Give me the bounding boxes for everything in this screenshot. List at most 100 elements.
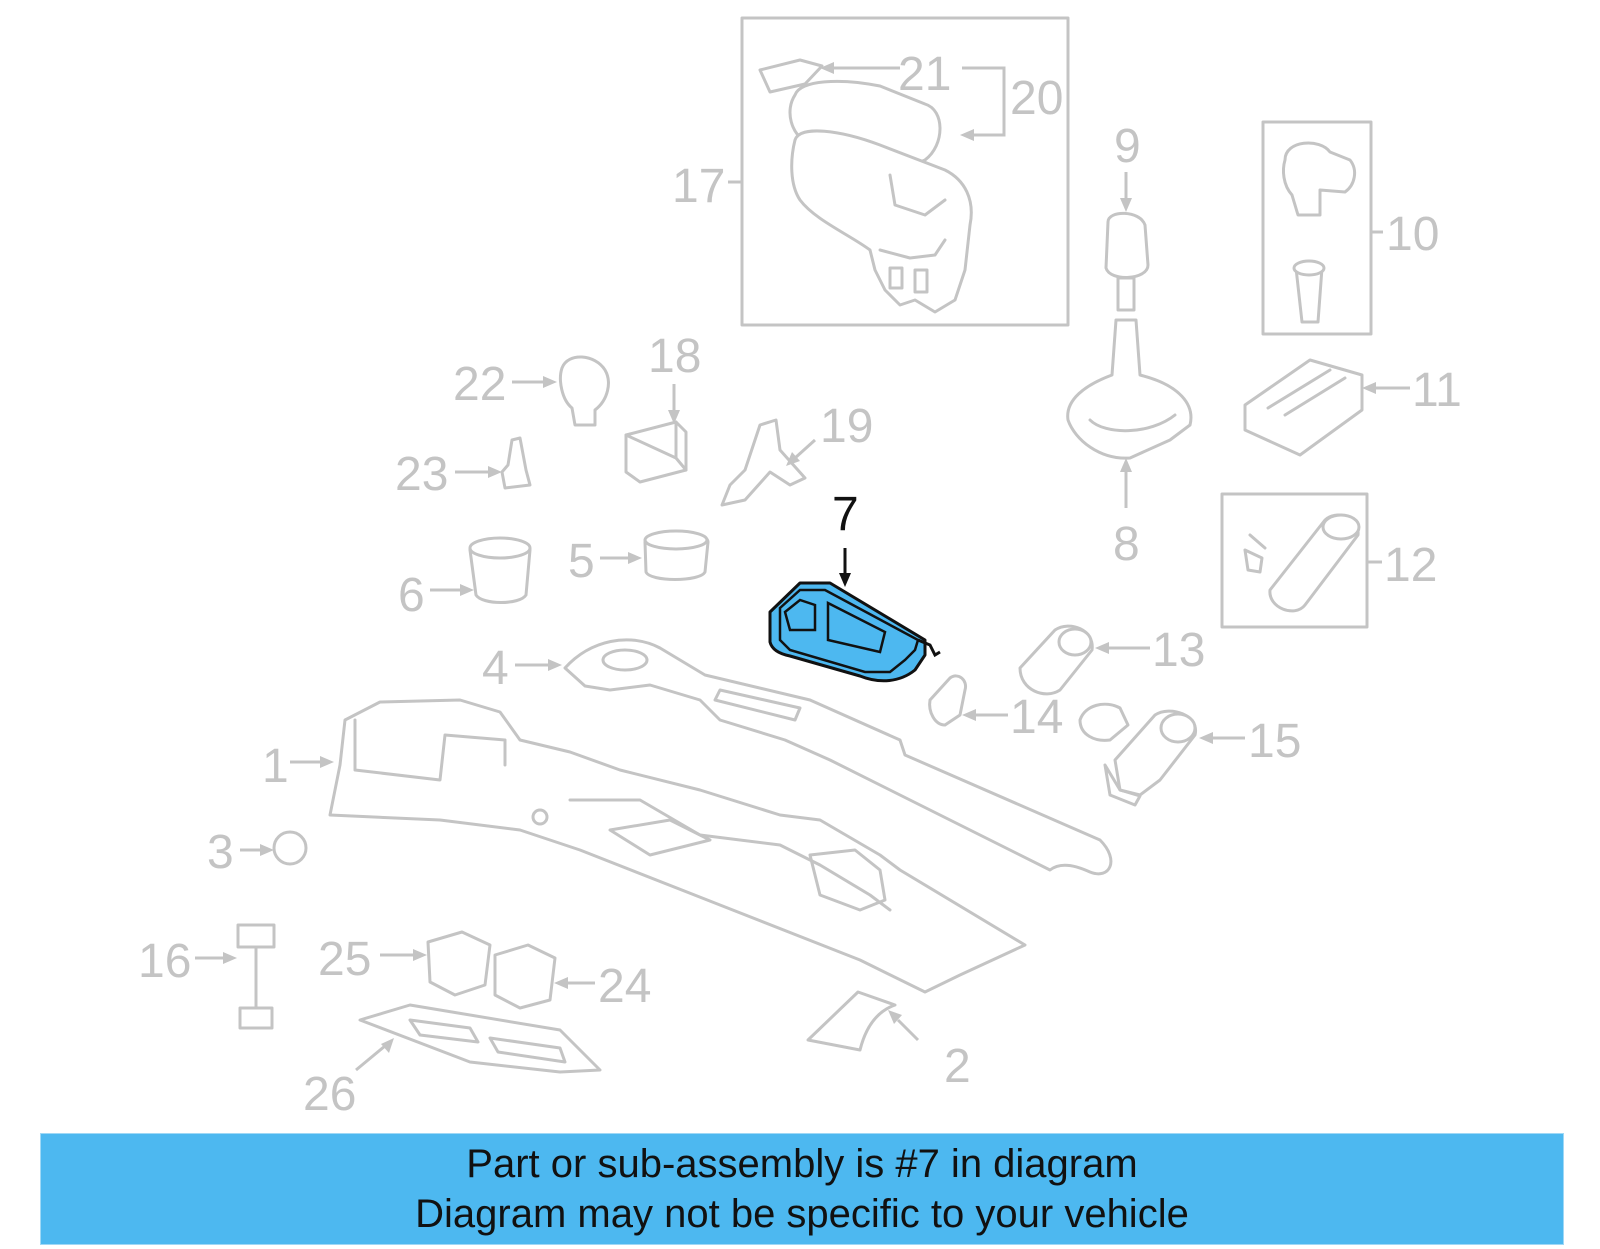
callout-9: 9 bbox=[1114, 120, 1141, 173]
part-15-group: 15 bbox=[1078, 702, 1301, 807]
part-16-shape[interactable] bbox=[236, 923, 276, 949]
part-3-shape[interactable] bbox=[272, 830, 308, 866]
part-12-screw bbox=[1243, 533, 1267, 574]
part-22-shape[interactable] bbox=[558, 355, 610, 427]
callout-19: 19 bbox=[820, 400, 873, 453]
part-26-group: 26 bbox=[303, 1003, 602, 1121]
arrowhead-2 bbox=[888, 1010, 902, 1024]
arrowhead-19 bbox=[786, 452, 800, 466]
info-banner: Part or sub-assembly is #7 in diagram Di… bbox=[40, 1133, 1564, 1245]
arrowhead-14 bbox=[962, 709, 976, 721]
arrowhead-3 bbox=[260, 844, 274, 856]
armrest-clip-1 bbox=[888, 266, 904, 290]
callout-22: 22 bbox=[453, 358, 506, 411]
arrowhead-15 bbox=[1199, 732, 1213, 744]
part-12-end bbox=[1321, 513, 1361, 541]
arrowhead-5 bbox=[628, 552, 642, 564]
part-4-cupholder bbox=[601, 648, 649, 672]
banner-line-1: Part or sub-assembly is #7 in diagram bbox=[466, 1142, 1138, 1186]
leader-19 bbox=[793, 438, 817, 460]
part-1-hole bbox=[531, 808, 549, 826]
part-1-detail-1 bbox=[353, 718, 507, 782]
callout-24: 24 bbox=[598, 960, 651, 1013]
callout-20: 20 bbox=[1010, 72, 1063, 125]
callout-1: 1 bbox=[262, 740, 289, 793]
part-26-openings bbox=[408, 1018, 567, 1064]
part-3-group: 3 bbox=[207, 826, 308, 879]
part-9-group: 9 bbox=[1104, 120, 1150, 312]
part-1-detail-4 bbox=[808, 848, 887, 912]
callout-26: 26 bbox=[303, 1068, 356, 1121]
arrowhead-4 bbox=[548, 659, 562, 671]
part-7-pocket-right bbox=[826, 600, 887, 654]
armrest-kit-box bbox=[740, 16, 1070, 327]
callout-2: 2 bbox=[944, 1040, 971, 1093]
part-6-group: 6 bbox=[398, 536, 532, 622]
part-2-group: 2 bbox=[806, 990, 971, 1093]
callout-25: 25 bbox=[318, 933, 371, 986]
part-15-base bbox=[1103, 763, 1142, 807]
part-23-shape[interactable] bbox=[500, 436, 532, 490]
leader-2 bbox=[896, 1018, 920, 1042]
switches-group: 25 24 bbox=[318, 930, 651, 1013]
part-4-slot bbox=[713, 688, 802, 722]
part-19-group: 19 bbox=[720, 400, 873, 507]
part-7-tab bbox=[917, 638, 941, 658]
part-10-knob bbox=[1282, 141, 1357, 217]
part-8-detail bbox=[1088, 413, 1177, 433]
armrest-assembly-group: 21 20 17 bbox=[672, 16, 1070, 327]
part-1-shape[interactable] bbox=[328, 698, 1027, 994]
armrest-detail-line-2 bbox=[878, 238, 947, 260]
callout-16: 16 bbox=[138, 935, 191, 988]
part-1-group: 1 bbox=[262, 698, 1027, 994]
part-14-group: 14 bbox=[928, 674, 1063, 744]
callout-6: 6 bbox=[398, 569, 425, 622]
part-21-shape[interactable] bbox=[758, 58, 824, 94]
arrowhead-25 bbox=[413, 949, 427, 961]
leader-20 bbox=[962, 66, 1006, 137]
callout-3: 3 bbox=[207, 826, 234, 879]
part-13-ring bbox=[1057, 627, 1093, 657]
part-25-shape[interactable] bbox=[426, 930, 492, 997]
part-13-group: 13 bbox=[1018, 624, 1205, 696]
part-16-group: 16 bbox=[138, 923, 276, 1030]
arrowhead-23 bbox=[488, 466, 502, 478]
arrowhead-20 bbox=[960, 129, 974, 141]
part-11-slots bbox=[1266, 368, 1347, 417]
arrowhead-13 bbox=[1095, 642, 1109, 654]
part-11-group: 11 bbox=[1243, 358, 1462, 457]
callout-15: 15 bbox=[1248, 715, 1301, 768]
part-10-box bbox=[1261, 120, 1373, 336]
part-8-shape[interactable] bbox=[1066, 318, 1193, 460]
part-17-shape[interactable] bbox=[790, 129, 973, 314]
part-8-group: 8 bbox=[1066, 318, 1193, 571]
part-15-clip bbox=[1078, 702, 1130, 742]
leader-26 bbox=[355, 1044, 386, 1072]
part-16-plug bbox=[238, 1006, 274, 1030]
part-5-group: 5 bbox=[568, 529, 710, 588]
part-22-group: 22 bbox=[453, 355, 610, 427]
arrowhead-11 bbox=[1362, 382, 1376, 394]
part-14-shape[interactable] bbox=[928, 674, 968, 727]
part-10-group: 10 bbox=[1261, 120, 1439, 336]
armrest-clip-2 bbox=[913, 268, 929, 294]
callout-5: 5 bbox=[568, 535, 595, 588]
part-1-detail-3 bbox=[608, 818, 712, 857]
arrowhead-8 bbox=[1120, 458, 1132, 472]
callout-10: 10 bbox=[1386, 208, 1439, 261]
callout-14: 14 bbox=[1010, 691, 1063, 744]
part-11-shape[interactable] bbox=[1243, 358, 1364, 457]
part-19-shape[interactable] bbox=[720, 418, 807, 507]
part-24-shape[interactable] bbox=[493, 943, 557, 1010]
callout-23: 23 bbox=[395, 448, 448, 501]
part-9-shape[interactable] bbox=[1104, 211, 1150, 279]
callout-17: 17 bbox=[672, 160, 725, 213]
part-5-rim bbox=[643, 529, 709, 551]
part-4-shape[interactable] bbox=[563, 638, 1113, 876]
part-2-shape[interactable] bbox=[806, 990, 897, 1052]
callout-8: 8 bbox=[1113, 518, 1140, 571]
arrowhead-6 bbox=[460, 584, 474, 596]
part-9-stem bbox=[1116, 276, 1136, 312]
part-6-rim bbox=[468, 536, 532, 560]
arrowhead-1 bbox=[320, 756, 334, 768]
